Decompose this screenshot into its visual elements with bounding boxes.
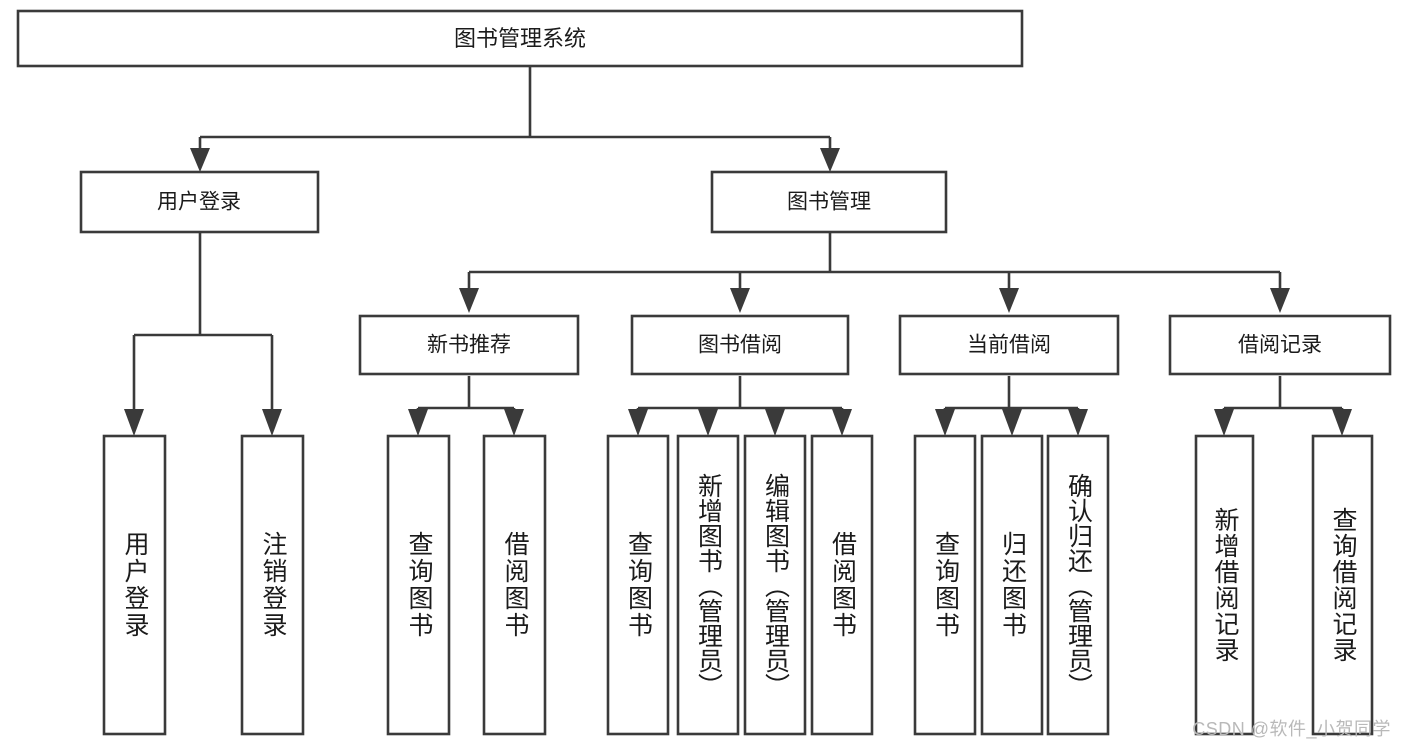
arrow-head-user-leaf-1 xyxy=(124,409,144,436)
leaf-box-user-login-1[interactable] xyxy=(240,434,305,736)
arrow-head-level2-1 xyxy=(459,288,479,313)
arrow-head-newbook-leaf-1 xyxy=(408,409,428,436)
leaf-box-current-borrow-1[interactable] xyxy=(980,434,1044,736)
node-user-login-box[interactable] xyxy=(79,170,320,234)
node-root-label: 图书管理系统 xyxy=(454,26,586,51)
leaf-boxes-user-login xyxy=(102,434,305,736)
arrow-head-bookborrow-leaf-1 xyxy=(628,409,648,436)
node-current-borrow-box[interactable] xyxy=(898,314,1120,376)
watermark-text: CSDN @软件_小贺同学 xyxy=(1192,719,1391,739)
leaf-box-book-borrow-1[interactable] xyxy=(676,434,740,736)
leaf-box-new-book-0[interactable] xyxy=(386,434,451,736)
arrow-head-book-manage xyxy=(820,148,840,172)
node-borrow-record[interactable]: 借阅记录 xyxy=(1168,314,1392,376)
node-book-borrow[interactable]: 图书借阅 xyxy=(630,314,850,376)
node-book-borrow-label: 图书借阅 xyxy=(698,334,782,357)
connector-group-new-book xyxy=(408,376,524,436)
node-book-manage-box[interactable] xyxy=(710,170,948,234)
node-current-borrow[interactable]: 当前借阅 xyxy=(898,314,1120,376)
node-book-borrow-box[interactable] xyxy=(630,314,850,376)
leaf-boxes-current-borrow xyxy=(913,434,1110,736)
node-new-book-recommend[interactable]: 新书推荐 xyxy=(358,314,580,376)
node-borrow-record-box[interactable] xyxy=(1168,314,1392,376)
arrow-head-level2-4 xyxy=(1270,288,1290,313)
arrow-head-user-login xyxy=(190,148,210,172)
node-new-book-recommend-label: 新书推荐 xyxy=(427,334,511,357)
node-current-borrow-label: 当前借阅 xyxy=(967,334,1051,357)
arrow-head-borrowrecord-leaf-2 xyxy=(1332,409,1352,436)
leaf-boxes-borrow-record xyxy=(1194,434,1374,736)
connector-group-borrow-record xyxy=(1214,376,1352,436)
leaf-box-current-borrow-2[interactable] xyxy=(1046,434,1110,736)
arrow-head-borrowrecord-leaf-1 xyxy=(1214,409,1234,436)
arrow-head-level2-2 xyxy=(730,288,750,313)
node-user-login-label: 用户登录 xyxy=(157,191,241,214)
arrow-head-bookborrow-leaf-4 xyxy=(832,409,852,436)
arrow-head-bookborrow-leaf-2 xyxy=(698,409,718,436)
arrow-head-bookborrow-leaf-3 xyxy=(765,409,785,436)
leaf-box-new-book-1[interactable] xyxy=(482,434,547,736)
arrow-head-currentborrow-leaf-1 xyxy=(935,409,955,436)
leaf-box-borrow-record-0[interactable] xyxy=(1194,434,1255,736)
leaf-box-book-borrow-0[interactable] xyxy=(606,434,670,736)
arrow-head-level2-3 xyxy=(999,288,1019,313)
node-root[interactable]: 图书管理系统 xyxy=(16,9,1024,68)
leaf-box-book-borrow-3[interactable] xyxy=(810,434,874,736)
leaf-boxes-new-book-recommend xyxy=(386,434,547,736)
node-book-manage[interactable]: 图书管理 xyxy=(710,170,948,234)
leaf-box-book-borrow-2[interactable] xyxy=(743,434,807,736)
connector-group-book-borrow xyxy=(628,376,852,436)
connector-group-root xyxy=(190,66,840,172)
arrow-head-user-leaf-2 xyxy=(262,409,282,436)
leaf-box-current-borrow-0[interactable] xyxy=(913,434,977,736)
connector-group-current-borrow xyxy=(935,376,1088,436)
node-borrow-record-label: 借阅记录 xyxy=(1238,334,1322,357)
arrow-head-currentborrow-leaf-3 xyxy=(1068,409,1088,436)
arrow-head-newbook-leaf-2 xyxy=(504,409,524,436)
arrow-head-currentborrow-leaf-2 xyxy=(1002,409,1022,436)
node-new-book-recommend-box[interactable] xyxy=(358,314,580,376)
node-root-box[interactable] xyxy=(16,9,1024,68)
leaf-box-user-login-0[interactable] xyxy=(102,434,167,736)
node-user-login[interactable]: 用户登录 xyxy=(79,170,320,234)
node-book-manage-label: 图书管理 xyxy=(787,191,871,214)
leaf-box-borrow-record-1[interactable] xyxy=(1311,434,1374,736)
connector-group-book-manage xyxy=(459,232,1290,313)
leaf-boxes-book-borrow xyxy=(606,434,874,736)
connector-group-user-login xyxy=(124,232,282,436)
